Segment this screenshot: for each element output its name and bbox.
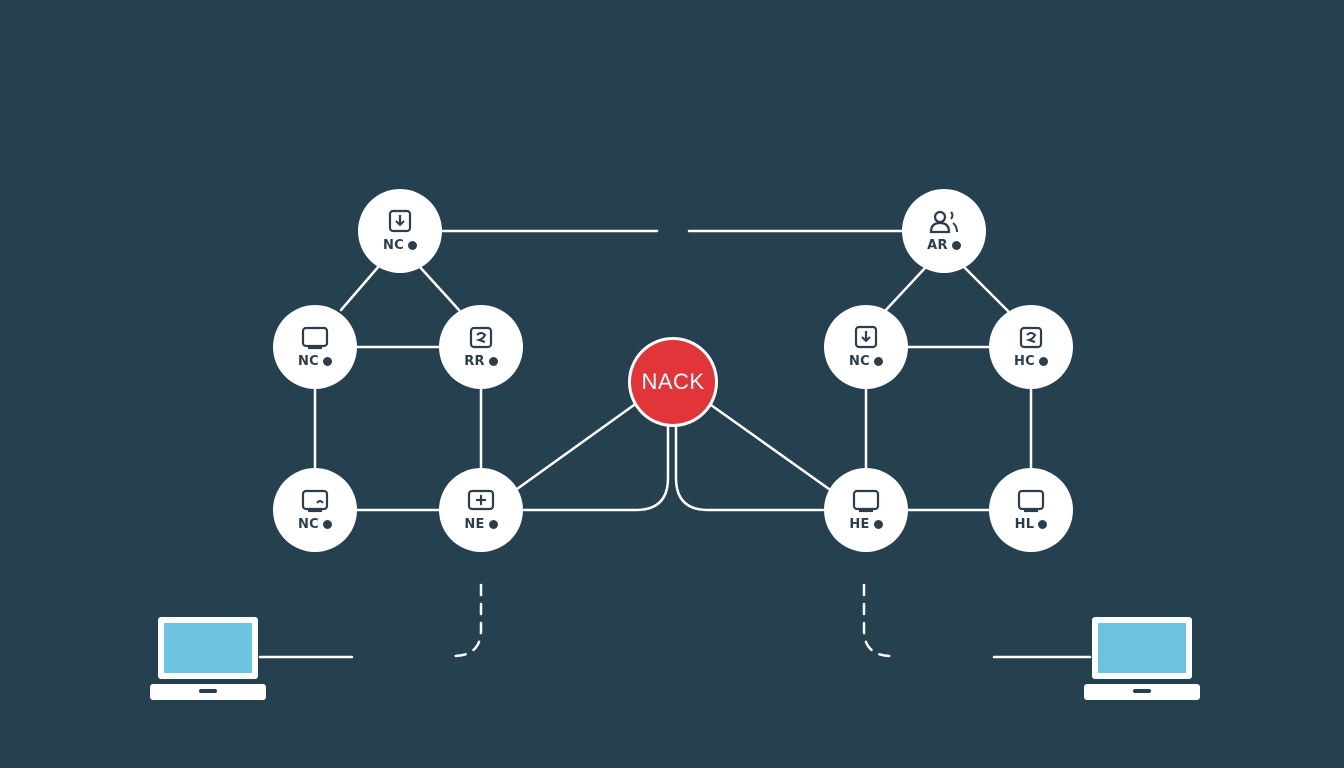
users-icon bbox=[929, 210, 958, 234]
node-l-bot-right[interactable]: NE bbox=[439, 468, 523, 552]
monitor-icon bbox=[852, 489, 880, 513]
node-label: HC bbox=[1013, 354, 1036, 369]
status-dot bbox=[323, 357, 333, 366]
refresh-icon bbox=[469, 326, 493, 349]
monitor-icon bbox=[1017, 489, 1045, 513]
refresh-icon bbox=[1019, 326, 1043, 349]
node-label: NE bbox=[464, 517, 485, 532]
download-icon bbox=[388, 209, 412, 233]
link-nack-left-curve bbox=[522, 425, 670, 512]
link-rtop-rmidright bbox=[963, 266, 1010, 313]
node-l-bot-left[interactable]: NC bbox=[273, 468, 357, 552]
node-label: NC bbox=[297, 517, 320, 532]
node-r-bot-left[interactable]: HE bbox=[824, 468, 908, 552]
node-label: RR bbox=[464, 354, 485, 369]
nack-node[interactable]: NACK bbox=[628, 337, 718, 427]
node-r-mid-right[interactable]: HC bbox=[989, 305, 1073, 389]
node-label: HL bbox=[1014, 517, 1035, 532]
laptop-icon[interactable] bbox=[1084, 616, 1200, 702]
status-dot bbox=[874, 357, 884, 366]
status-dot bbox=[1039, 357, 1049, 366]
laptop-icon[interactable] bbox=[150, 616, 266, 702]
status-dot bbox=[951, 241, 961, 250]
monitor-icon bbox=[301, 326, 329, 350]
status-dot bbox=[1038, 520, 1048, 529]
node-label: NC bbox=[848, 354, 871, 369]
node-label: NC bbox=[382, 238, 405, 253]
status-dot bbox=[323, 520, 333, 529]
link-rtop-rmidleft bbox=[883, 266, 927, 313]
node-r-bot-right[interactable]: HL bbox=[989, 468, 1073, 552]
download-icon bbox=[854, 325, 878, 349]
nack-label: NACK bbox=[641, 369, 705, 394]
link-nack-right-curve bbox=[674, 425, 825, 512]
node-label: HE bbox=[849, 517, 870, 532]
node-l-top[interactable]: NC bbox=[358, 189, 442, 273]
link-nack-rbotleft bbox=[709, 403, 831, 491]
monitor-sync-icon bbox=[301, 489, 329, 513]
status-dot bbox=[873, 520, 883, 529]
node-r-mid-left[interactable]: NC bbox=[824, 305, 908, 389]
node-l-mid-left[interactable]: NC bbox=[273, 305, 357, 389]
node-label: AR bbox=[927, 238, 948, 253]
node-l-mid-right[interactable]: RR bbox=[439, 305, 523, 389]
link-ltop-lmidright bbox=[417, 264, 461, 312]
status-dot bbox=[488, 520, 498, 529]
status-dot bbox=[408, 241, 418, 250]
node-r-top[interactable]: AR bbox=[902, 189, 986, 273]
link-right-dashed bbox=[862, 583, 892, 658]
link-nack-lbotright bbox=[515, 403, 636, 491]
node-label: NC bbox=[297, 354, 320, 369]
link-left-dashed bbox=[453, 583, 483, 658]
link-ltop-lmidleft bbox=[339, 264, 381, 312]
status-dot bbox=[488, 357, 498, 366]
add-box-icon bbox=[467, 489, 495, 511]
